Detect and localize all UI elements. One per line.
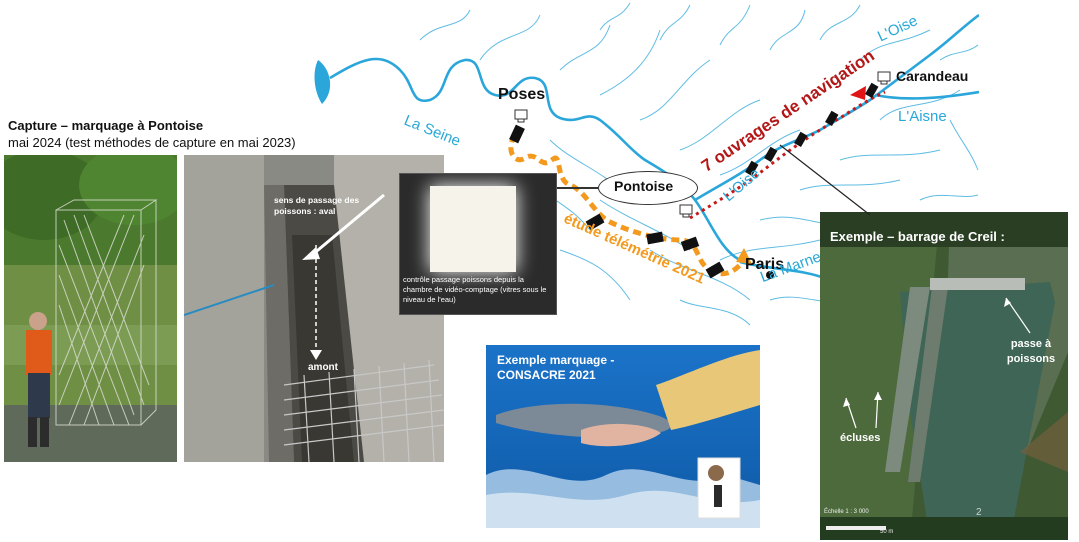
pontoise-bubble bbox=[598, 171, 698, 205]
creil-scale-bar: 50 m bbox=[880, 529, 894, 535]
label-poses: Poses bbox=[498, 86, 546, 103]
fish-pass-photo bbox=[184, 155, 444, 462]
page-number: 2 bbox=[976, 507, 982, 518]
telemetry-route bbox=[508, 133, 742, 277]
label-sens-passage: sens de passage des poissons : aval bbox=[274, 195, 360, 216]
label-paris: Paris bbox=[745, 256, 785, 273]
video-window-photo bbox=[399, 173, 557, 315]
background-tributaries bbox=[419, 2, 979, 326]
label-passe: passe à poissons bbox=[1006, 338, 1056, 365]
pontoise-pointer bbox=[554, 187, 598, 189]
label-laisne: L'Aisne bbox=[898, 108, 947, 125]
label-carandeau: Carandeau bbox=[896, 68, 969, 84]
creil-title: Exemple – barrage de Creil : bbox=[830, 229, 1005, 244]
navigation-route bbox=[689, 90, 886, 220]
creil-scale: Échelle 1 : 3 000 bbox=[824, 509, 869, 515]
marquage-title: Exemple marquage - CONSACRE 2021 bbox=[497, 353, 615, 382]
river-map bbox=[314, 2, 979, 326]
station-icons bbox=[514, 71, 891, 218]
structure-markers bbox=[509, 82, 879, 279]
label-amont: amont bbox=[308, 362, 338, 373]
label-ecluses: écluses bbox=[840, 432, 881, 444]
capture-subtitle: mai 2024 (test méthodes de capture en ma… bbox=[8, 135, 296, 150]
window-caption: contrôle passage poissons depuis la cham… bbox=[403, 275, 547, 304]
capture-net-photo bbox=[4, 155, 177, 462]
seine-estuary bbox=[314, 60, 331, 104]
creil-aerial-photo bbox=[820, 212, 1068, 540]
label-pontoise: Pontoise bbox=[614, 178, 674, 194]
aisne-river bbox=[874, 90, 979, 100]
capture-title: Capture – marquage à Pontoise bbox=[8, 118, 204, 133]
navigation-arrow bbox=[850, 86, 866, 100]
marquage-photo bbox=[486, 345, 760, 528]
telemetry-arrow bbox=[736, 248, 752, 264]
